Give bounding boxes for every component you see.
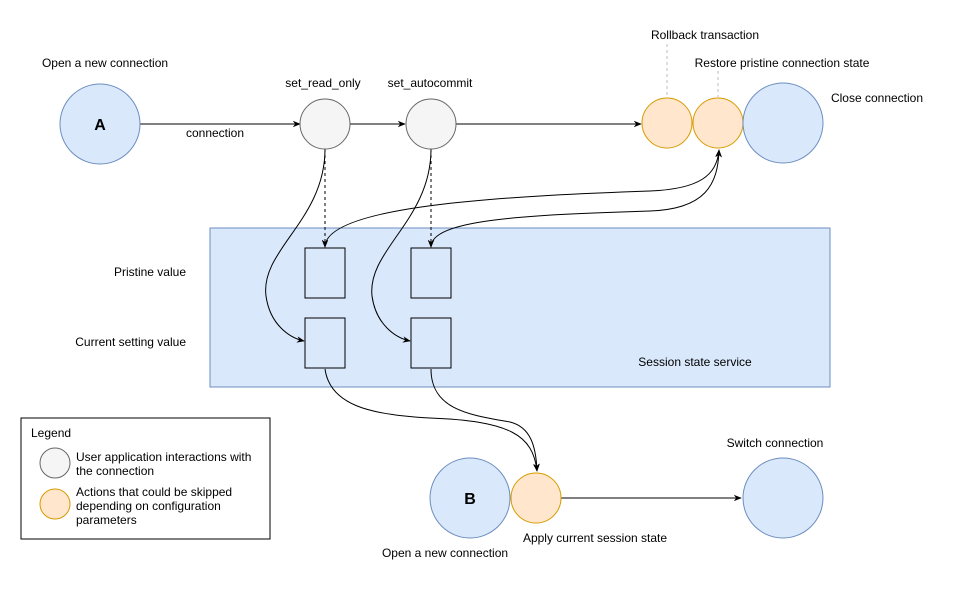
- legend-item-1-line-2: the connection: [76, 464, 154, 478]
- read-only-pristine-box: [304, 247, 346, 299]
- connection-edge-label: connection: [186, 126, 244, 140]
- current-setting-value-label: Current setting value: [75, 335, 186, 349]
- legend: Legend User application interactions wit…: [20, 417, 271, 540]
- legend-item-2-line-1: Actions that could be skipped: [76, 485, 232, 499]
- apply-session-state-caption: Apply current session state: [523, 531, 667, 545]
- restore-caption: Restore pristine connection state: [695, 56, 870, 70]
- autocommit-current-box: [410, 317, 452, 369]
- legend-skippable-action-swatch: [39, 488, 71, 520]
- pristine-value-label: Pristine value: [114, 265, 186, 279]
- edge-read-only-current-to-apply: [324, 368, 540, 472]
- switch-connection-caption: Switch connection: [727, 436, 824, 450]
- session-state-service-title: Session state service: [638, 355, 752, 369]
- node-b-caption: Open a new connection: [382, 546, 508, 560]
- edge-restore-autocommit-pristine: [427, 149, 722, 248]
- legend-box: [20, 417, 271, 540]
- switch-connection-node: [742, 457, 824, 539]
- set-read-only-caption: set_read_only: [285, 76, 360, 90]
- node-b-label: B: [464, 491, 476, 508]
- set-autocommit-caption: set_autocommit: [388, 76, 473, 90]
- autocommit-pristine-box: [410, 247, 452, 299]
- edge-autocommit-current-to-apply: [430, 368, 540, 472]
- restore-node: [692, 97, 744, 149]
- set-autocommit-node: [405, 98, 457, 150]
- rollback-node: [641, 97, 693, 149]
- legend-title: Legend: [31, 426, 71, 440]
- node-b: [429, 457, 511, 539]
- set-read-only-node: [299, 98, 351, 150]
- node-a: [59, 83, 141, 165]
- legend-item-2-line-3: parameters: [76, 513, 137, 527]
- close-connection-caption: Close connection: [831, 91, 923, 105]
- read-only-current-box: [304, 317, 346, 369]
- node-a-label: A: [94, 117, 106, 134]
- node-a-caption: Open a new connection: [42, 56, 168, 70]
- rollback-caption: Rollback transaction: [651, 28, 759, 42]
- legend-user-interaction-swatch: [39, 447, 71, 479]
- legend-item-2-line-2: depending on configuration: [76, 499, 221, 513]
- apply-session-state-node: [510, 472, 562, 524]
- edge-read-only-to-current: [265, 148, 326, 343]
- legend-item-1-line-1: User application interactions with: [76, 450, 251, 464]
- close-connection-node: [742, 82, 824, 164]
